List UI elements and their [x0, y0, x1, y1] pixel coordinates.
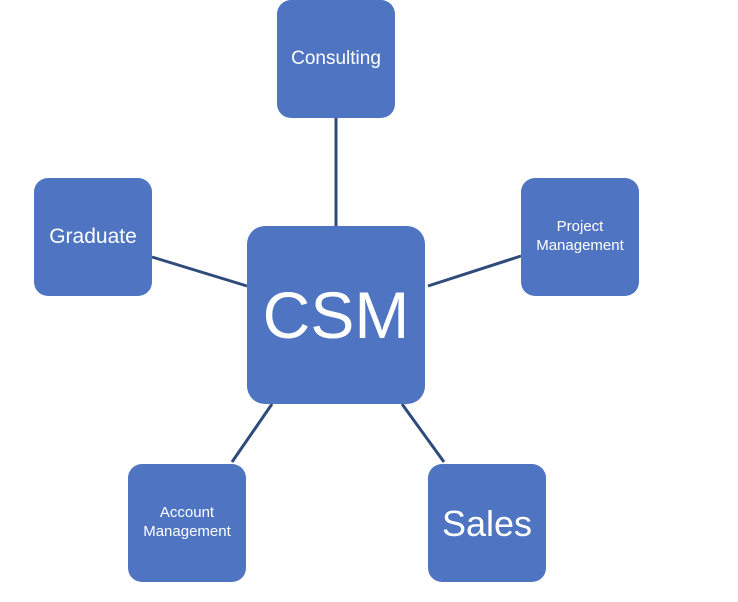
- node-center-csm[interactable]: CSM: [247, 226, 425, 404]
- node-graduate-label: Graduate: [49, 224, 137, 248]
- node-sales-label: Sales: [441, 502, 533, 544]
- connector-account-management: [230, 403, 274, 463]
- connector-graduate: [151, 255, 248, 288]
- node-account-management-label: Account Management: [143, 504, 231, 540]
- node-graduate[interactable]: Graduate: [34, 178, 152, 296]
- node-sales[interactable]: Sales: [428, 464, 546, 582]
- node-account-management[interactable]: Account Management: [128, 464, 246, 582]
- node-center-label: CSM: [262, 277, 410, 352]
- node-consulting-label: Consulting: [291, 48, 381, 70]
- connector-sales: [400, 403, 446, 463]
- node-project-management-label: Project Management: [536, 218, 624, 254]
- connector-project-management: [427, 254, 522, 288]
- node-consulting[interactable]: Consulting: [277, 0, 395, 118]
- node-project-management[interactable]: Project Management: [521, 178, 639, 296]
